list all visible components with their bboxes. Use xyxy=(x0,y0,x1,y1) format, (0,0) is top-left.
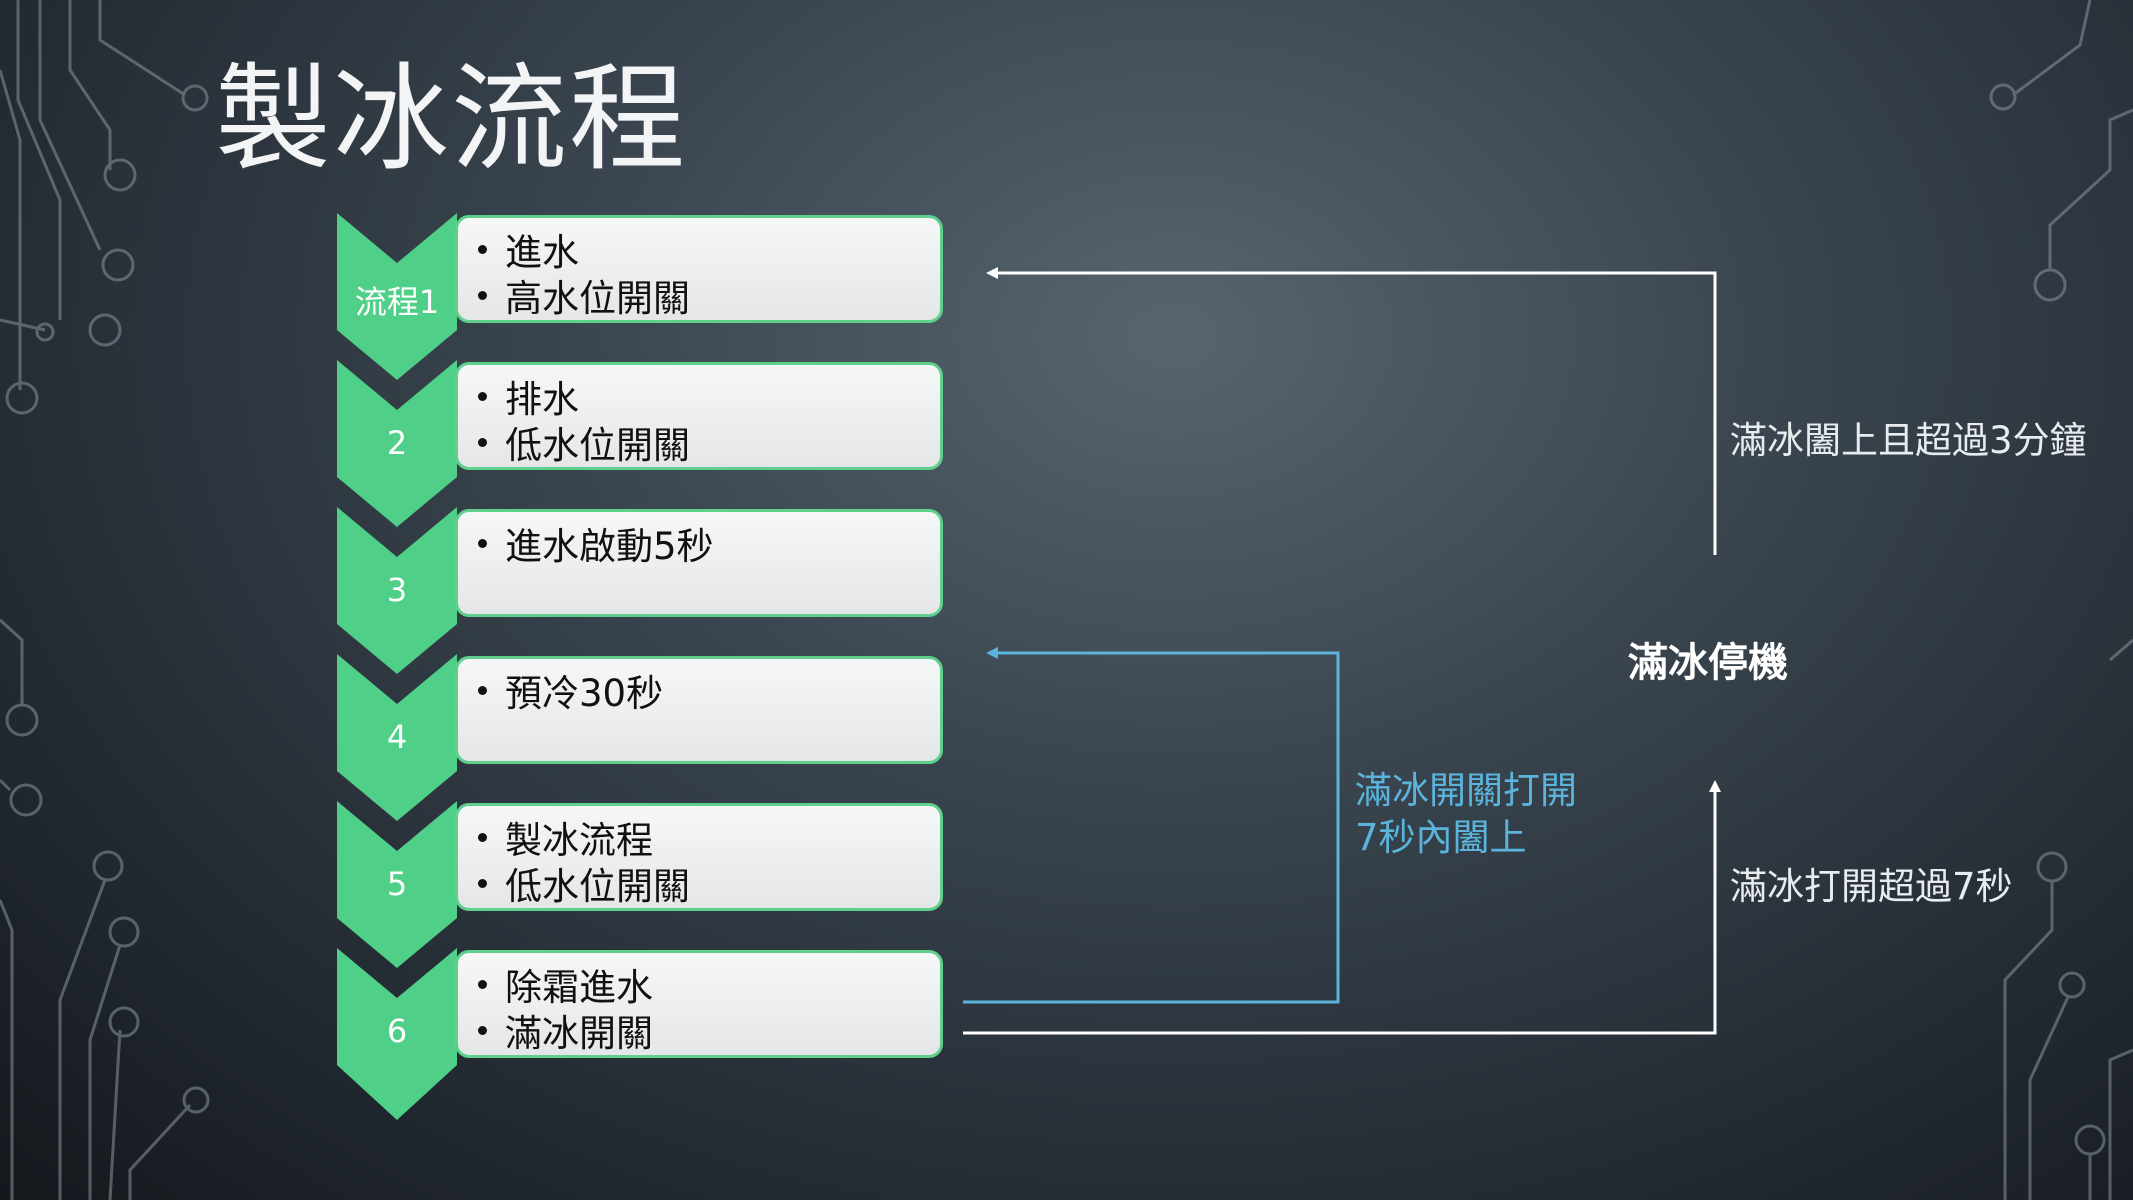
bullet-dot xyxy=(478,878,487,888)
page-title: 製冰流程 xyxy=(215,52,687,187)
bullet-dot xyxy=(478,437,487,447)
bullet-dot xyxy=(478,979,487,989)
loop-line-to-step-1 xyxy=(986,267,1717,555)
step-label: 流程1 xyxy=(354,283,440,321)
step-chevron-4 xyxy=(337,654,457,821)
bullet-dot xyxy=(478,391,487,401)
step-chevron-3 xyxy=(337,507,457,674)
bullet-text: 進水啟動5秒 xyxy=(505,525,714,568)
step-box-3: 進水啟動5秒 xyxy=(455,509,943,617)
bullet-dot xyxy=(478,290,487,300)
stop-state-label: 滿冰停機 xyxy=(1628,640,1788,686)
step-bullet: 進水啟動5秒 xyxy=(478,520,940,568)
loop-blue-label-line2: 7秒內闔上 xyxy=(1355,816,1527,859)
loop-bottom-label: 滿冰打開超過7秒 xyxy=(1730,865,2013,908)
step-bullet: 除霜進水 xyxy=(478,961,940,1009)
step-label: 4 xyxy=(386,718,408,756)
bullet-text: 低水位開關 xyxy=(505,865,690,908)
step-box-6: 除霜進水 滿冰開關 xyxy=(455,950,943,1058)
step-label: 2 xyxy=(386,424,408,462)
bullet-text: 排水 xyxy=(505,378,579,421)
step-label: 5 xyxy=(386,865,408,903)
step-chevron-5 xyxy=(337,801,457,968)
step-bullet: 排水 xyxy=(478,373,940,421)
bullet-text: 低水位開關 xyxy=(505,424,690,467)
bullet-text: 預冷30秒 xyxy=(505,672,664,715)
step-box-1: 進水 高水位開關 xyxy=(455,215,943,323)
loop-top-label: 滿冰闔上且超過3分鐘 xyxy=(1730,419,2087,462)
step-box-4: 預冷30秒 xyxy=(455,656,943,764)
bullet-text: 製冰流程 xyxy=(505,819,653,862)
loop-blue-label-line1: 滿冰開關打開 xyxy=(1355,769,1577,812)
bullet-dot xyxy=(478,685,487,695)
step-chevron-6 xyxy=(337,948,457,1120)
step-bullet: 低水位開關 xyxy=(478,419,940,467)
bullet-dot xyxy=(478,832,487,842)
bullet-text: 進水 xyxy=(505,231,579,274)
bullet-dot xyxy=(478,244,487,254)
step-box-5: 製冰流程 低水位開關 xyxy=(455,803,943,911)
step-bullet: 進水 xyxy=(478,226,940,274)
loop-line-to-step-4 xyxy=(963,647,1340,1004)
bullet-text: 除霜進水 xyxy=(505,966,653,1009)
step-label: 3 xyxy=(386,571,408,609)
step-bullet: 預冷30秒 xyxy=(478,667,940,715)
bullet-dot xyxy=(478,1025,487,1035)
step-bullet: 滿冰開關 xyxy=(478,1007,940,1055)
bullet-text: 高水位開關 xyxy=(505,277,690,320)
step-chevron-2 xyxy=(337,360,457,527)
step-label: 6 xyxy=(386,1012,408,1050)
step-bullet: 高水位開關 xyxy=(478,272,940,320)
loop-line-to-stop xyxy=(963,780,1721,1035)
step-chevrons xyxy=(337,213,457,1120)
bullet-dot xyxy=(478,538,487,548)
bullet-text: 滿冰開關 xyxy=(505,1012,653,1055)
step-bullet: 製冰流程 xyxy=(478,814,940,862)
step-box-2: 排水 低水位開關 xyxy=(455,362,943,470)
step-chevron-1 xyxy=(337,213,457,380)
step-bullet: 低水位開關 xyxy=(478,860,940,908)
